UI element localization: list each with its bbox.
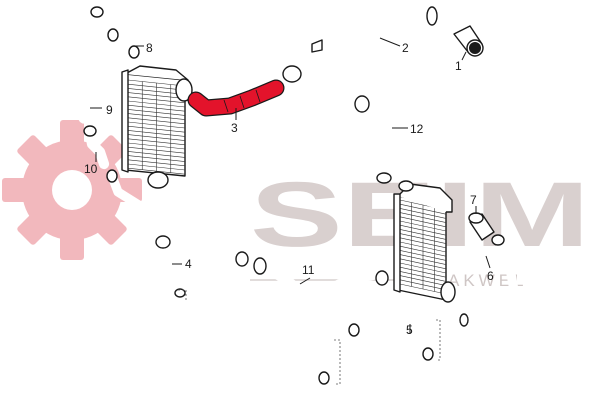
callouts: 1 2 3 4 5 6 7 8 9 10 11 12 [84, 41, 494, 337]
part-3-hose-highlighted [187, 79, 285, 117]
part-8-elbow-hose [107, 28, 140, 59]
callout-9: 9 [106, 103, 113, 117]
callout-1: 1 [455, 59, 462, 73]
part-2-air-duct [281, 5, 462, 83]
callout-4: 4 [185, 257, 192, 271]
part-9-hose [76, 6, 104, 124]
callout-12: 12 [410, 122, 424, 136]
callout-5: 5 [406, 323, 413, 337]
callout-6: 6 [487, 269, 494, 283]
part-1-sleeve [453, 25, 484, 57]
callout-11: 11 [302, 263, 315, 277]
intercooler-right [393, 180, 456, 303]
intercooler-left [121, 65, 193, 189]
part-12-hose [354, 89, 395, 184]
callout-2: 2 [402, 41, 409, 55]
part-4-hose [155, 235, 177, 289]
part-7-sleeve [468, 212, 495, 241]
leader-lines [90, 37, 491, 334]
long-diagonal-pipe [106, 169, 249, 267]
callout-10: 10 [84, 162, 98, 176]
callout-7: 7 [470, 193, 477, 207]
watermark-sub: AKWEL [448, 271, 528, 290]
dashed-guides [178, 289, 441, 385]
callout-8: 8 [146, 41, 153, 55]
lower-long-pipe [169, 288, 330, 393]
part-10-hose [83, 125, 110, 170]
part-5-hose [348, 322, 434, 361]
part-6-hose [459, 234, 519, 327]
part-11-pipe [253, 257, 389, 296]
callout-3: 3 [231, 121, 238, 135]
